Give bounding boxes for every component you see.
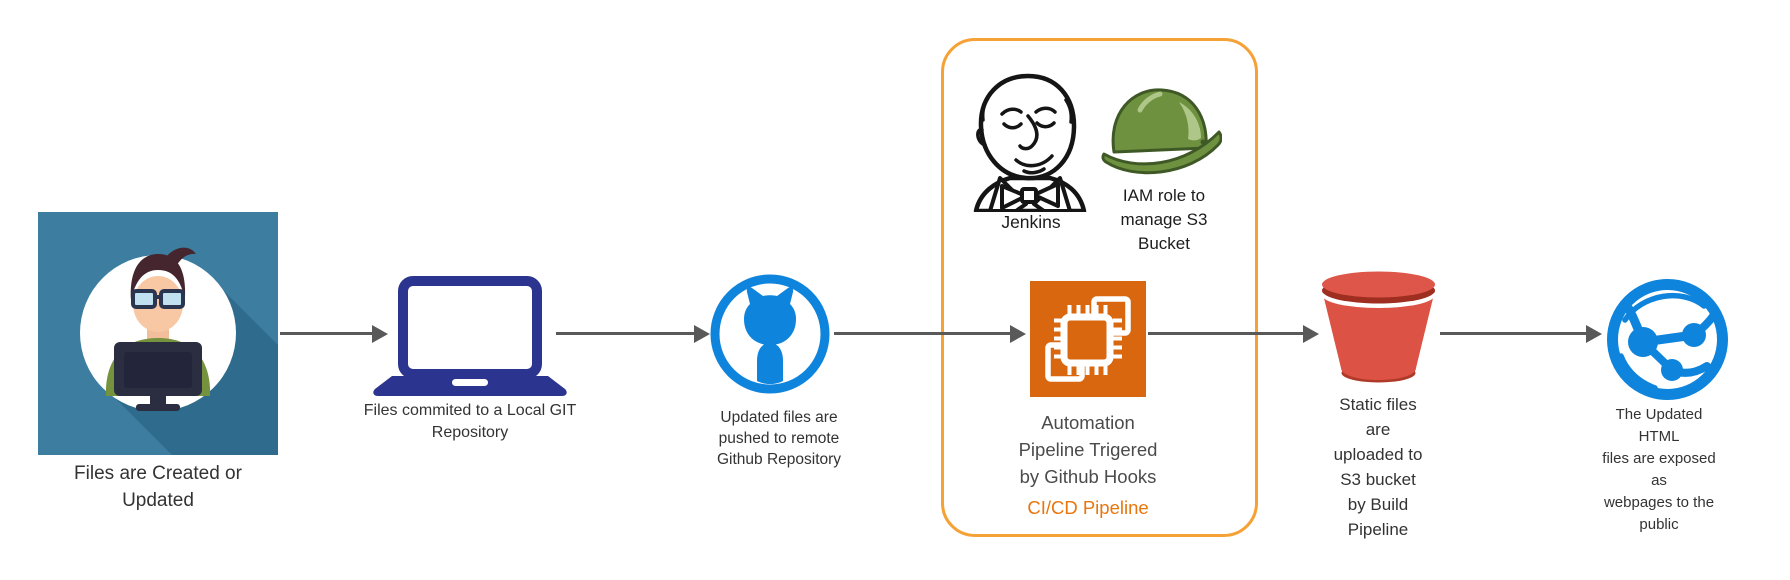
- github-node: [709, 273, 831, 400]
- iam-label: IAM role to manage S3 Bucket: [1120, 186, 1208, 253]
- flow-arrow-3: [834, 324, 1026, 343]
- flow-arrow-2: [556, 324, 710, 343]
- iam-node: [1100, 80, 1223, 188]
- hardhat-icon: [1101, 88, 1223, 175]
- automation-chip-icon: [1030, 281, 1146, 397]
- automation-label: Automation Pipeline Trigered by Github H…: [1018, 412, 1158, 487]
- s3-bucket-icon: [1322, 271, 1435, 383]
- cicd-pipeline-box: [941, 38, 1258, 537]
- creator-label: Files are Created or Updated: [74, 463, 242, 511]
- creator-node: [38, 212, 278, 460]
- flow-arrow-5: [1440, 324, 1602, 343]
- jenkins-node: [966, 70, 1094, 217]
- automation-node: [1030, 281, 1146, 402]
- s3-node: [1320, 268, 1437, 393]
- globe-network-icon: [1607, 279, 1728, 400]
- laptop-icon: [373, 276, 567, 396]
- flow-arrow-4: [1148, 324, 1319, 343]
- s3-label: Static files are uploaded to S3 bucket b…: [1333, 395, 1423, 539]
- web-node: [1604, 276, 1731, 408]
- github-icon: [710, 274, 830, 394]
- jenkins-icon: [973, 73, 1087, 214]
- jenkins-label: Jenkins: [1001, 212, 1061, 232]
- local-git-node: [372, 276, 568, 403]
- github-label: Updated files are pushed to remote Githu…: [716, 409, 842, 468]
- developer-icon: [38, 212, 278, 455]
- web-label: The Updated HTML files are exposed as we…: [1602, 406, 1716, 533]
- local-git-label: Files commited to a Local GIT Repository: [363, 402, 577, 441]
- flow-arrow-1: [280, 324, 388, 343]
- cicd-pipeline-label: CI/CD Pipeline: [1027, 497, 1149, 518]
